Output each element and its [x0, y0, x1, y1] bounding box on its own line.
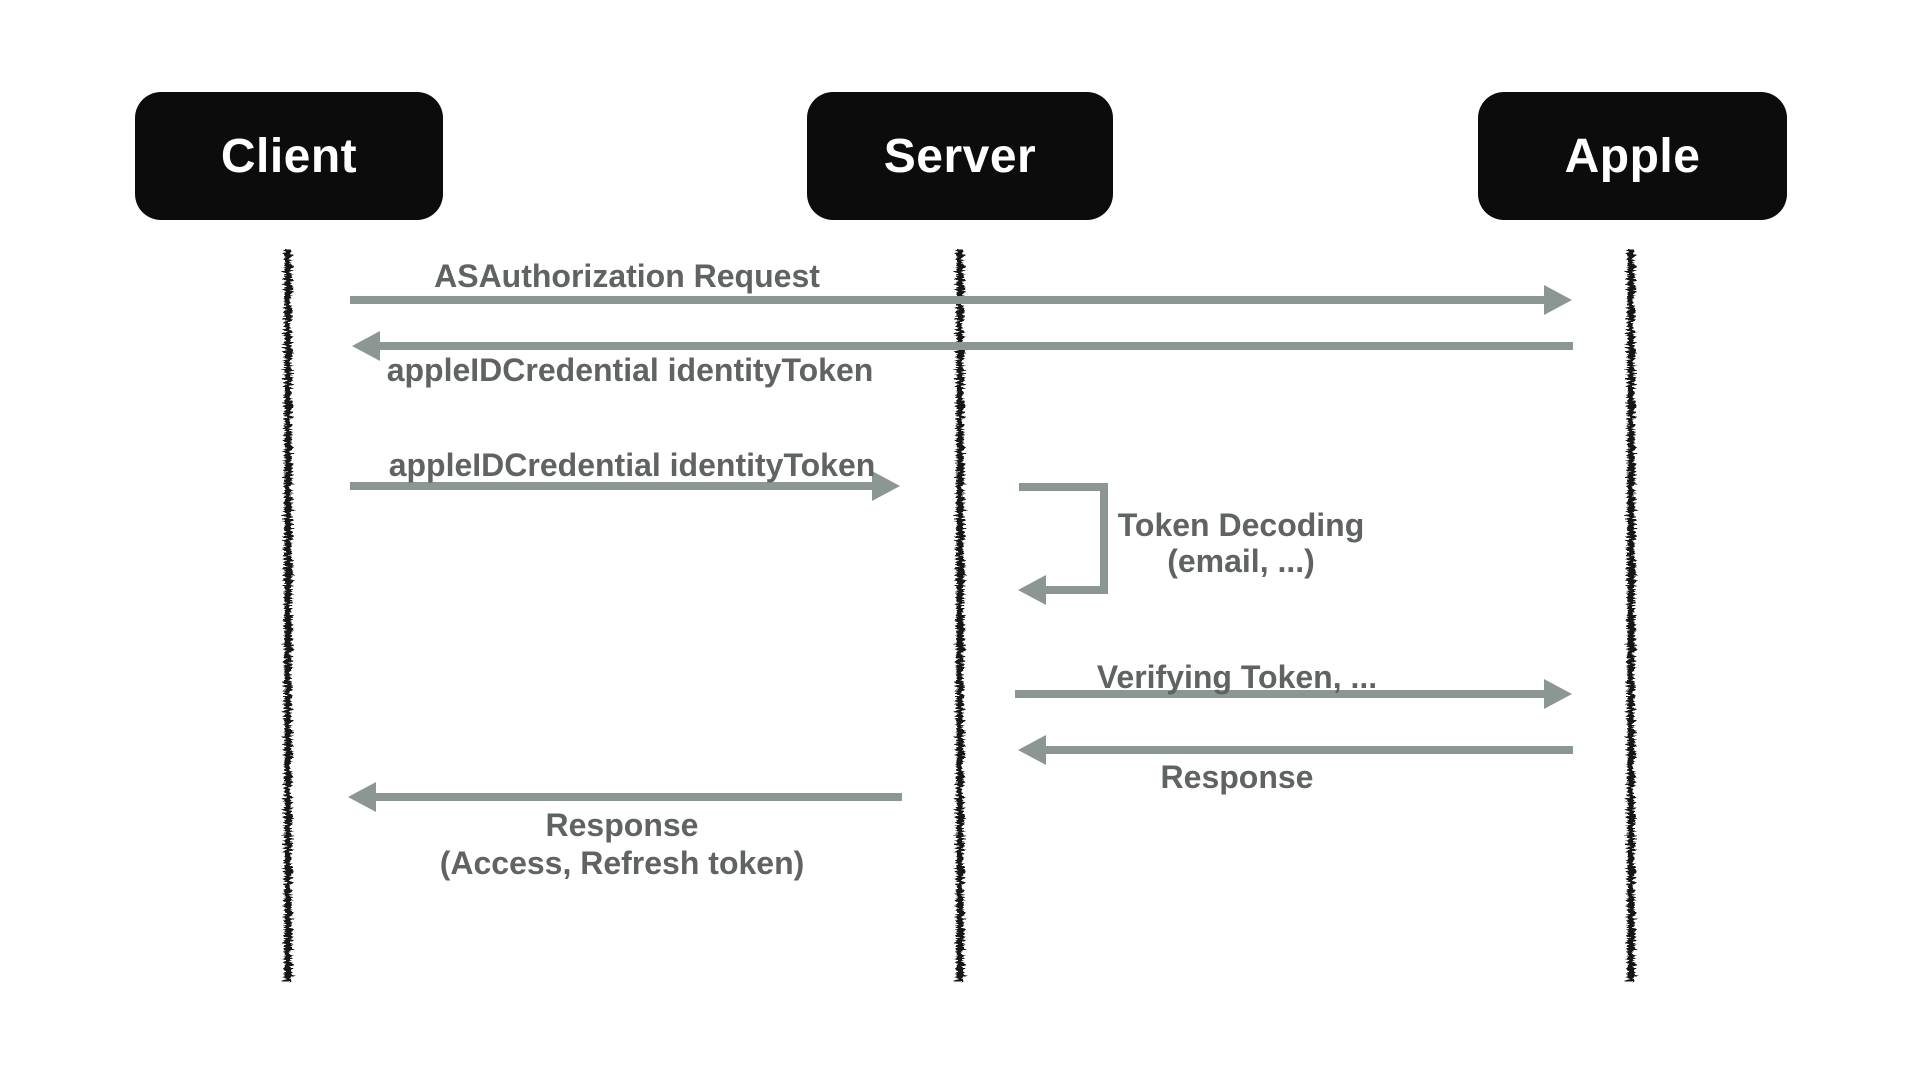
message-label-response: Response: [1160, 759, 1314, 795]
message-label-line2: (Access, Refresh token): [439, 845, 805, 881]
message-arrow-line: [1015, 690, 1544, 698]
message-label-appleidcredential-identitytoken-2: appleIDCredential identityToken: [388, 447, 876, 483]
message-label-asauthorization-request: ASAuthorization Request: [434, 258, 820, 294]
message-label-appleidcredential-identitytoken: appleIDCredential identityToken: [386, 352, 874, 388]
message-label-line1: Token Decoding: [1117, 507, 1365, 543]
actor-box-server: Server: [807, 92, 1113, 220]
message-arrow-line: [1046, 746, 1573, 754]
message-label-response-access-refresh-token: Response (Access, Refresh token): [440, 806, 805, 882]
message-label-line2: (email, ...): [1167, 543, 1315, 579]
message-arrow-line: [376, 793, 902, 801]
self-loop-bottom-line: [1046, 586, 1108, 594]
arrowhead-left-icon: [348, 782, 376, 812]
message-arrow-line: [350, 482, 872, 490]
lifeline-apple: [1627, 250, 1635, 982]
message-arrow-line: [350, 296, 1544, 304]
arrowhead-left-icon: [1018, 575, 1046, 605]
message-label-verifying-token: Verifying Token, ...: [1096, 659, 1378, 695]
arrowhead-right-icon: [1544, 679, 1572, 709]
self-loop-top-line: [1019, 483, 1108, 491]
arrowhead-right-icon: [872, 471, 900, 501]
lifeline-client: [284, 250, 292, 982]
message-label-token-decoding: Token Decoding (email, ...): [1118, 507, 1365, 579]
self-loop-right-line: [1100, 483, 1108, 594]
arrowhead-left-icon: [1018, 735, 1046, 765]
arrowhead-left-icon: [352, 331, 380, 361]
message-arrow-line: [380, 342, 1573, 350]
arrowhead-right-icon: [1544, 285, 1572, 315]
message-label-line1: Response: [545, 807, 699, 843]
actor-box-apple: Apple: [1478, 92, 1787, 220]
actor-box-client: Client: [135, 92, 443, 220]
lifeline-server: [956, 250, 964, 982]
